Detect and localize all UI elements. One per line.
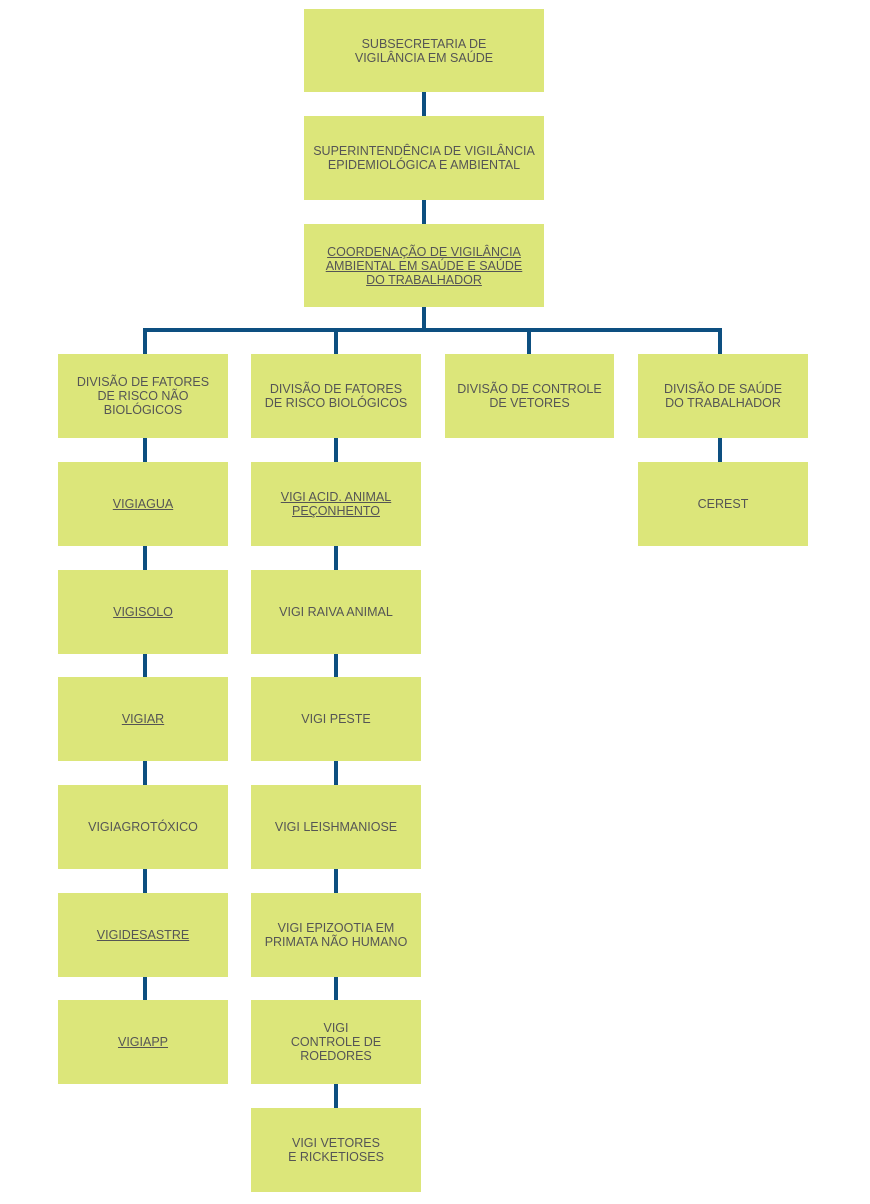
node-vigiagua-link[interactable]: VIGIAGUA — [58, 462, 228, 546]
node-superintendencia: SUPERINTENDÊNCIA DE VIGILÂNCIA EPIDEMIOL… — [304, 116, 544, 200]
node-vigi-peste: VIGI PESTE — [251, 677, 421, 761]
node-vigi-acid-animal-link[interactable]: VIGI ACID. ANIMAL PEÇONHENTO — [251, 462, 421, 546]
node-vigi-controle-roedores: VIGI CONTROLE DE ROEDORES — [251, 1000, 421, 1084]
node-vigiapp-link[interactable]: VIGIAPP — [58, 1000, 228, 1084]
node-vigi-epizootia: VIGI EPIZOOTIA EM PRIMATA NÃO HUMANO — [251, 893, 421, 977]
node-vigiar-link[interactable]: VIGIAR — [58, 677, 228, 761]
node-subsecretaria: SUBSECRETARIA DE VIGILÂNCIA EM SAÚDE — [304, 9, 544, 92]
node-vigiagrotoxico: VIGIAGROTÓXICO — [58, 785, 228, 869]
node-divisao-controle-vetores: DIVISÃO DE CONTROLE DE VETORES — [445, 354, 614, 438]
node-cerest: CEREST — [638, 462, 808, 546]
node-divisao-saude-trabalhador: DIVISÃO DE SAÚDE DO TRABALHADOR — [638, 354, 808, 438]
node-vigisolo-link[interactable]: VIGISOLO — [58, 570, 228, 654]
node-divisao-fatores-nao-biologicos: DIVISÃO DE FATORES DE RISCO NÃO BIOLÓGIC… — [58, 354, 228, 438]
node-vigi-vetores-ricketioses: VIGI VETORES E RICKETIOSES — [251, 1108, 421, 1192]
node-divisao-fatores-biologicos: DIVISÃO DE FATORES DE RISCO BIOLÓGICOS — [251, 354, 421, 438]
node-vigidesastre-link[interactable]: VIGIDESASTRE — [58, 893, 228, 977]
node-vigi-raiva-animal: VIGI RAIVA ANIMAL — [251, 570, 421, 654]
node-vigi-leishmaniose: VIGI LEISHMANIOSE — [251, 785, 421, 869]
node-coordenacao-link[interactable]: COORDENAÇÃO DE VIGILÂNCIA AMBIENTAL EM S… — [304, 224, 544, 307]
